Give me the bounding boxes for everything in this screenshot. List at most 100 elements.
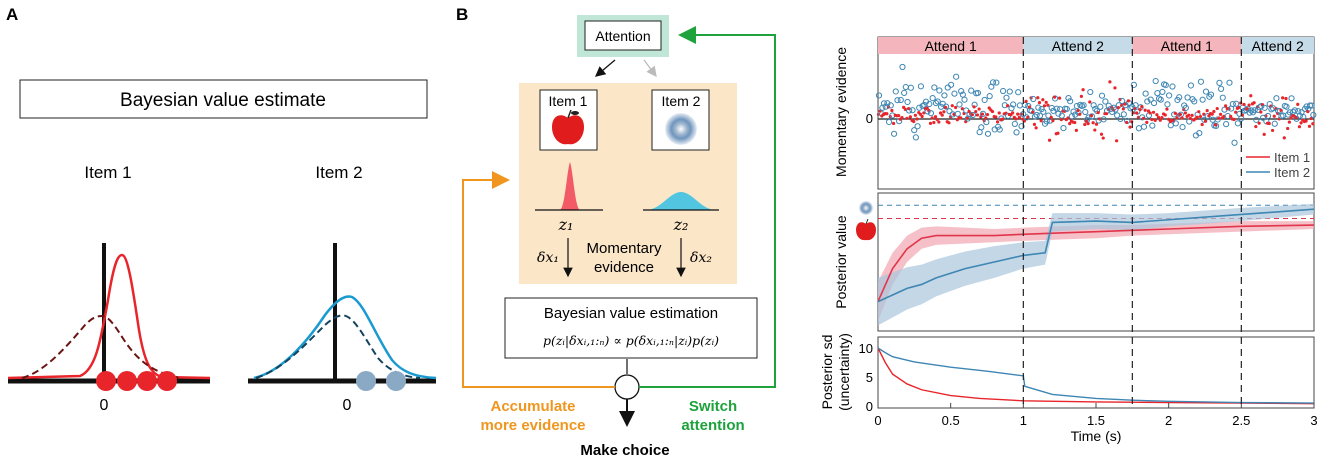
estimation-box <box>504 297 758 359</box>
item2-evidence-point <box>1229 100 1236 108</box>
item2-evidence-point <box>983 119 990 126</box>
estimation-title: Bayesian value estimation <box>544 305 718 322</box>
item2-evidence-point <box>954 110 961 117</box>
item2-evidence-point <box>984 130 992 137</box>
item2-zero-label: 0 <box>343 397 352 414</box>
item2-evidence-point <box>1147 96 1154 103</box>
item1-evidence-point <box>1284 96 1288 101</box>
epoch-band <box>1132 37 1242 54</box>
attention-label: Attention <box>595 28 650 44</box>
item1-evidence-point <box>938 111 943 115</box>
item1-evidence-point <box>1145 120 1149 124</box>
item2-evidence-point <box>1310 111 1317 119</box>
item1-evidence-point <box>900 115 904 120</box>
item2-evidence-point <box>978 124 985 131</box>
item1-evidence-point <box>1160 116 1164 120</box>
time-tick-label: 0 <box>874 413 881 428</box>
item1-evidence-point <box>1187 113 1191 117</box>
item2-evidence-point <box>1080 102 1087 109</box>
item1-sample-dot <box>117 371 137 391</box>
item2-evidence-point <box>1043 118 1050 125</box>
time-tick-label: 1 <box>1020 413 1027 428</box>
item2-evidence-point <box>1154 90 1161 97</box>
item1-evidence-point <box>967 109 971 114</box>
item1-evidence-point <box>1218 112 1223 116</box>
item1-evidence-point <box>1096 111 1100 115</box>
item1-evidence-point <box>1074 128 1078 133</box>
item1-evidence-point <box>1274 106 1278 111</box>
uncertainty-plot-frame <box>877 336 1315 409</box>
item1-evidence-point <box>1088 100 1092 104</box>
switch-loop-arrow <box>639 26 776 388</box>
item2-evidence-point <box>1172 120 1179 127</box>
item2-evidence-point <box>1159 88 1166 96</box>
item1-evidence-point <box>1296 102 1300 106</box>
item2-evidence-point <box>1142 90 1149 97</box>
item2-evidence-point <box>1167 122 1174 129</box>
item1-evidence-point <box>925 106 929 110</box>
bayesian-estimate-title: Bayesian value estimate <box>120 90 326 111</box>
item2-evidence-point <box>999 87 1007 95</box>
item2-evidence-point <box>901 89 908 96</box>
item2-evidence-point <box>1082 108 1089 116</box>
time-tick-label: 1.5 <box>1087 413 1105 428</box>
item2-evidence-point <box>989 79 997 86</box>
sd-ylabel-line2: (uncertainty) <box>836 333 852 411</box>
item2-evidence-point <box>1217 85 1225 92</box>
accumulate-label-line2: more evidence <box>480 417 585 434</box>
item1-evidence-point <box>1180 116 1184 120</box>
item2-evidence-point <box>912 134 919 141</box>
item1-evidence-point <box>1267 121 1271 126</box>
item2-evidence-point <box>1063 105 1070 113</box>
item1-evidence-point <box>984 116 988 120</box>
item1-posterior-curve <box>7 253 211 380</box>
item2-evidence-point <box>1162 82 1169 89</box>
item1-evidence-point <box>1108 80 1112 84</box>
item2-evidence-point <box>914 123 921 130</box>
item1-evidence-point <box>1163 113 1167 117</box>
item2-evidence-point <box>1253 116 1260 123</box>
item1-evidence-point <box>935 117 939 122</box>
item2-evidence-point <box>1202 88 1210 95</box>
item2-evidence-point <box>958 88 965 95</box>
item2-evidence-point <box>1296 112 1304 119</box>
item1-evidence-point <box>1044 100 1048 104</box>
attention-arrow-item1 <box>595 59 616 77</box>
item2-evidence-point <box>899 63 906 71</box>
item1-evidence-point <box>1156 115 1161 119</box>
item2-evidence-point <box>1010 101 1017 108</box>
item2-evidence-point <box>934 98 941 105</box>
item1-evidence-point <box>1076 108 1080 113</box>
panel-b-label: B <box>456 5 468 24</box>
item1-evidence-point <box>1276 111 1280 116</box>
epoch-label: Attend 2 <box>1052 38 1104 54</box>
item2-evidence-point <box>1102 98 1109 105</box>
item1-evidence-point <box>1086 122 1090 126</box>
item2-evidence-point <box>1164 101 1171 108</box>
item1-evidence-point <box>1294 115 1298 120</box>
item2-evidence-point <box>1184 94 1191 101</box>
item1-sample-dot <box>96 371 116 391</box>
item1-evidence-point <box>1046 103 1050 107</box>
item1-evidence-point <box>1011 111 1015 115</box>
item2-evidence-point <box>1006 88 1013 95</box>
item1-evidence-point <box>1024 99 1028 104</box>
item1-evidence-point <box>975 113 980 117</box>
item1-evidence-point <box>1136 115 1141 119</box>
item1-evidence-point <box>1073 120 1077 125</box>
item2-prior-curve <box>255 314 421 379</box>
posterior-ci-band <box>878 203 1314 326</box>
posterior-ylabel: Posterior value <box>833 215 849 309</box>
item1-sample-dot <box>157 371 177 391</box>
item1-evidence-point <box>942 110 946 114</box>
item1-sample-dot <box>137 371 157 391</box>
item2-evidence-point <box>981 96 988 104</box>
item1-evidence-point <box>1259 110 1263 114</box>
item1-evidence-point <box>1262 132 1266 136</box>
item1-evidence-point <box>1190 113 1194 117</box>
item1-evidence-point <box>930 116 934 120</box>
time-xlabel: Time (s) <box>1071 428 1122 444</box>
